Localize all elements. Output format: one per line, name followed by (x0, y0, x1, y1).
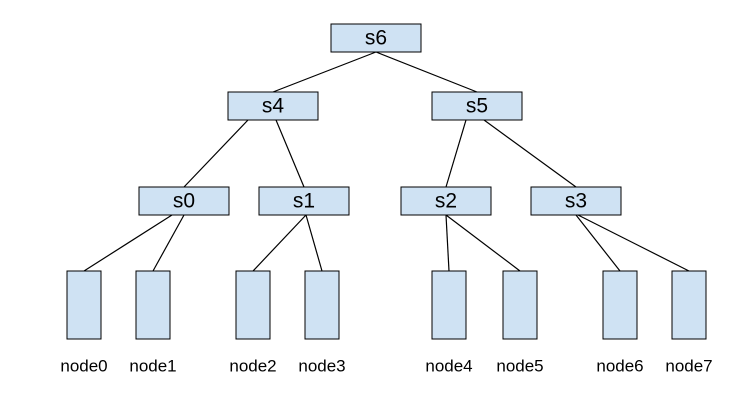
host-box-node5 (502, 270, 538, 340)
nodes-layer: node0 node1 node2 node3 node4 node5 node6 node7 (60, 270, 713, 376)
edge-s2-node4 (445, 214, 450, 272)
switch-s0: s0 (138, 186, 230, 216)
host-node5: node5 (496, 270, 544, 376)
switch-box-s4 (227, 91, 319, 121)
switch-s3: s3 (530, 186, 622, 216)
host-box-node6 (602, 270, 638, 340)
host-label-node4: node4 (425, 357, 472, 376)
switch-s6: s6 (330, 23, 422, 53)
host-label-node5: node5 (496, 357, 543, 376)
host-box-node4 (431, 270, 467, 340)
host-node3: node3 (298, 270, 346, 376)
host-node1: node1 (129, 270, 177, 376)
host-label-node7: node7 (665, 357, 712, 376)
switch-box-s1 (258, 186, 350, 216)
host-node6: node6 (596, 270, 644, 376)
switch-s2: s2 (400, 186, 492, 216)
switch-box-s3 (530, 186, 622, 216)
host-label-node0: node0 (60, 357, 107, 376)
edge-s4-s0 (183, 119, 249, 188)
edge-s3-node7 (577, 214, 690, 272)
host-node4: node4 (425, 270, 473, 376)
host-node7: node7 (665, 270, 713, 376)
host-box-node7 (671, 270, 707, 340)
host-label-node2: node2 (229, 357, 276, 376)
host-box-node1 (135, 270, 171, 340)
host-box-node0 (66, 270, 102, 340)
switch-label-s0: s0 (173, 190, 195, 213)
edge-s6-s5 (375, 51, 478, 93)
switch-label-s5: s5 (466, 95, 488, 118)
switch-label-s4: s4 (262, 95, 285, 118)
switches-layer: s6 s4 s5 s0 s1 s2 s3 (138, 23, 622, 216)
edge-s5-s2 (445, 119, 467, 188)
host-box-node2 (235, 270, 271, 340)
host-node2: node2 (229, 270, 277, 376)
edge-s1-node2 (252, 214, 307, 272)
host-label-node3: node3 (298, 357, 345, 376)
switch-s5: s5 (431, 91, 523, 121)
host-box-node3 (304, 270, 340, 340)
edge-s2-node5 (445, 214, 521, 272)
switch-s1: s1 (258, 186, 350, 216)
edge-s3-node6 (575, 214, 621, 272)
edges-layer (83, 51, 690, 272)
edge-s1-node3 (305, 214, 323, 272)
switch-label-s2: s2 (435, 190, 457, 213)
switch-box-s6 (330, 23, 422, 53)
switch-box-s2 (400, 186, 492, 216)
switch-s4: s4 (227, 91, 319, 121)
edge-s4-s1 (275, 119, 305, 188)
edge-s6-s4 (272, 51, 377, 93)
edge-s0-node0 (83, 214, 173, 272)
host-node0: node0 (60, 270, 108, 376)
switch-box-s5 (431, 91, 523, 121)
edge-s0-node1 (152, 214, 185, 272)
switch-label-s6: s6 (365, 27, 387, 50)
switch-box-s0 (138, 186, 230, 216)
host-label-node1: node1 (129, 357, 176, 376)
switch-label-s3: s3 (565, 190, 587, 213)
edge-s5-s3 (483, 119, 577, 188)
host-label-node6: node6 (596, 357, 643, 376)
switch-label-s1: s1 (293, 190, 315, 213)
